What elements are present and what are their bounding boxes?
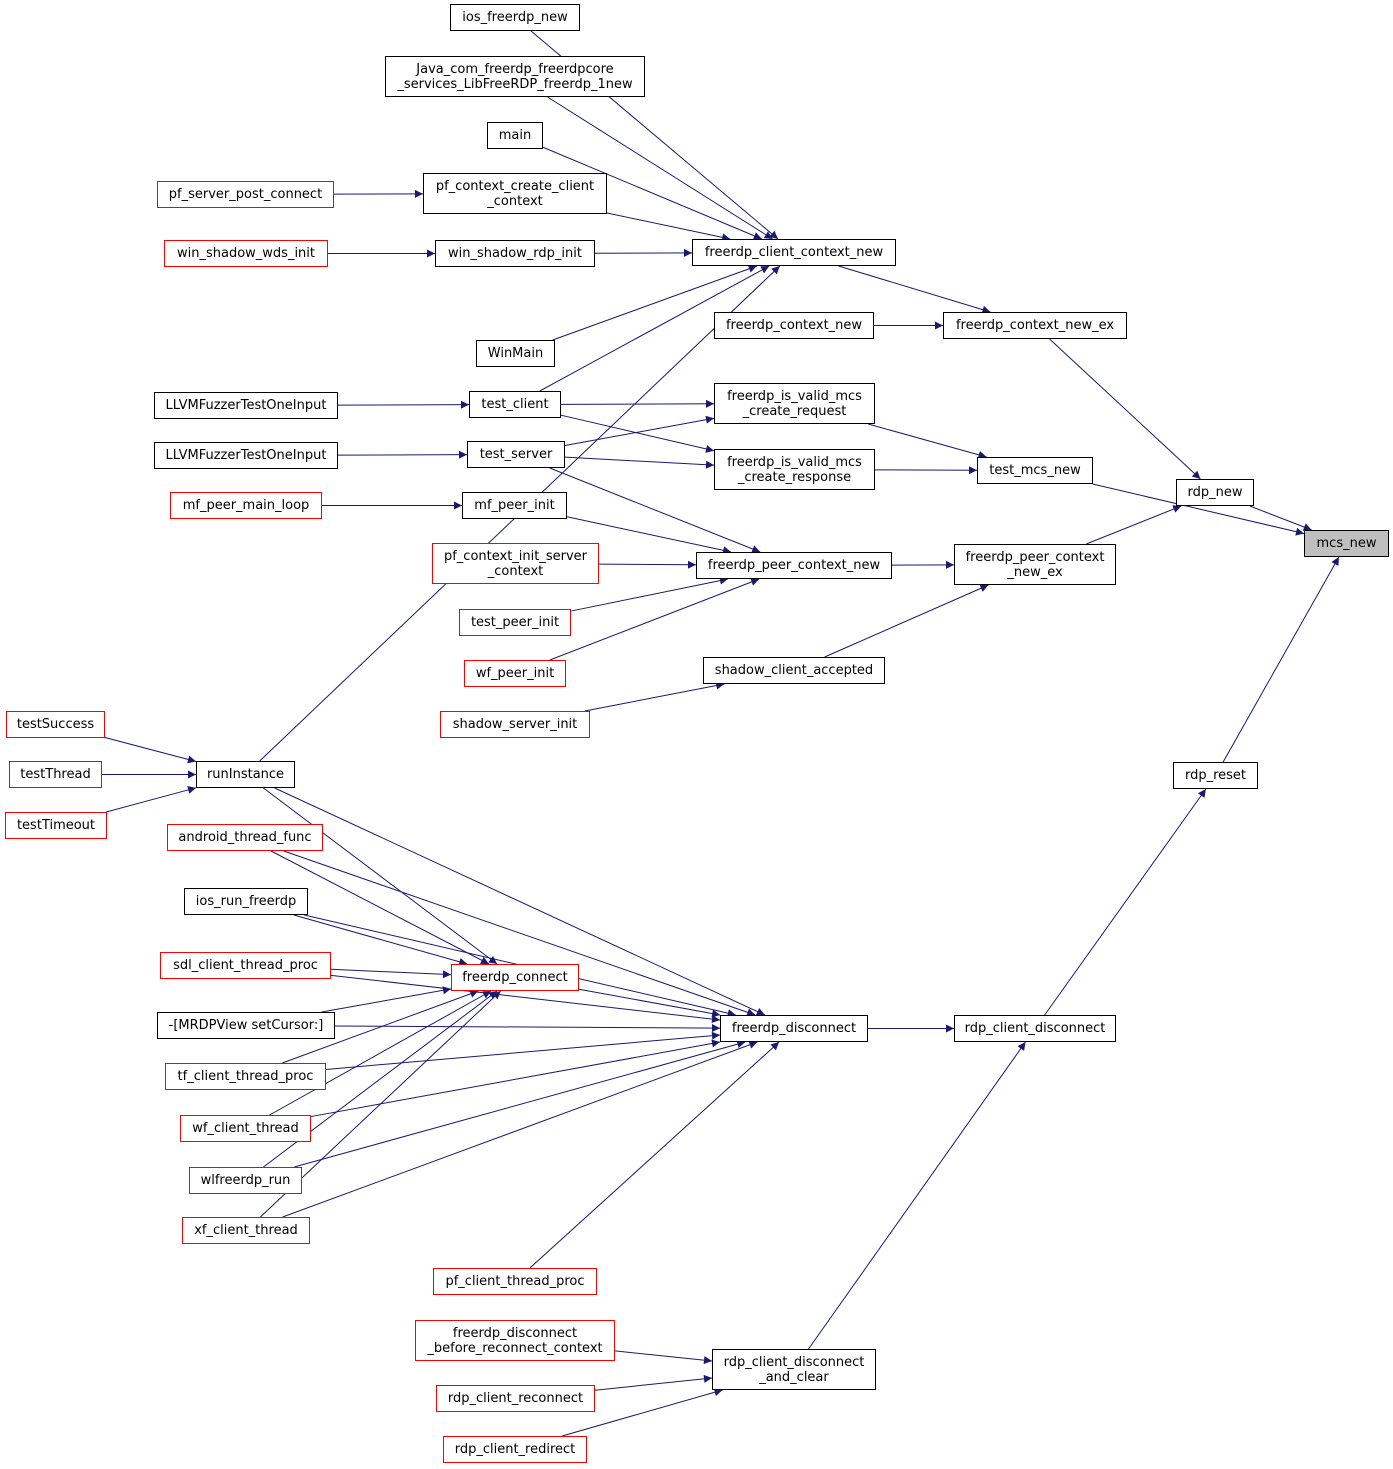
- edge-wlfreerdp-run-to-freerdp-disconnect: [294, 1040, 746, 1168]
- edge-freerdp-is-valid-mcs-create-request-to-test-mcs-new: [867, 423, 987, 459]
- node-java-freerdp-new[interactable]: Java_com_freerdp_freerdpcore _services_L…: [385, 56, 645, 97]
- edge-pf-client-thread-proc-to-freerdp-disconnect: [529, 1041, 780, 1269]
- edge-wf-client-thread-to-freerdp-disconnect: [310, 1039, 721, 1118]
- edge-test-client-to-freerdp-is-valid-mcs-create-request: [560, 399, 715, 408]
- node-freerdp-is-valid-mcs-create-response[interactable]: freerdp_is_valid_mcs _create_response: [714, 449, 875, 490]
- node-testSuccess[interactable]: testSuccess: [6, 711, 105, 738]
- node-test-mcs-new[interactable]: test_mcs_new: [977, 457, 1093, 484]
- edge-xf-client-thread-to-freerdp-disconnect: [282, 1041, 758, 1218]
- edge-freerdp-context-new-ex-to-rdp-new: [1049, 338, 1201, 480]
- node-freerdp-disconnect-before-reconnect-context[interactable]: freerdp_disconnect _before_reconnect_con…: [415, 1320, 615, 1361]
- edge-test-server-to-freerdp-is-valid-mcs-create-response: [564, 456, 715, 469]
- node-rdp-new[interactable]: rdp_new: [1176, 479, 1254, 506]
- node-freerdp-client-context-new[interactable]: freerdp_client_context_new: [692, 239, 896, 266]
- node-mf-peer-main-loop[interactable]: mf_peer_main_loop: [170, 492, 322, 519]
- node-llvm-fuzzer-2[interactable]: LLVMFuzzerTestOneInput: [154, 442, 338, 469]
- edge-mrdpview-setcursor-to-freerdp-connect: [321, 986, 452, 1013]
- node-test-server[interactable]: test_server: [467, 441, 565, 468]
- node-main[interactable]: main: [487, 122, 543, 149]
- edge-tf-client-thread-proc-to-freerdp-connect: [282, 990, 479, 1064]
- node-android-thread-func[interactable]: android_thread_func: [167, 824, 323, 851]
- node-rdp-client-disconnect-and-clear[interactable]: rdp_client_disconnect _and_clear: [712, 1349, 876, 1390]
- node-freerdp-is-valid-mcs-create-request[interactable]: freerdp_is_valid_mcs _create_request: [714, 383, 875, 424]
- edge-rdp-client-redirect-to-rdp-client-disconnect-and-clear: [561, 1388, 723, 1437]
- node-shadow-server-init[interactable]: shadow_server_init: [440, 711, 590, 738]
- edge-java-freerdp-new-to-freerdp-client-context-new: [547, 96, 773, 240]
- node-rdp-client-disconnect[interactable]: rdp_client_disconnect: [954, 1015, 1116, 1042]
- node-pf-context-init-server-context[interactable]: pf_context_init_server _context: [432, 543, 599, 584]
- node-test-client[interactable]: test_client: [469, 391, 561, 418]
- edge-shadow-client-accepted-to-freerdp-peer-context-new-ex: [824, 584, 989, 658]
- edge-freerdp-peer-context-new-ex-to-rdp-new: [1086, 505, 1182, 545]
- node-test-peer-init[interactable]: test_peer_init: [459, 609, 571, 636]
- node-pf-context-create-client-context[interactable]: pf_context_create_client _context: [423, 173, 607, 214]
- edge-test-server-to-freerdp-is-valid-mcs-create-request: [564, 415, 715, 447]
- node-mcs-new: mcs_new: [1304, 530, 1389, 557]
- node-WinMain[interactable]: WinMain: [476, 340, 555, 367]
- node-freerdp-peer-context-new-ex[interactable]: freerdp_peer_context _new_ex: [954, 544, 1116, 585]
- node-shadow-client-accepted[interactable]: shadow_client_accepted: [703, 657, 885, 684]
- node-sdl-client-thread-proc[interactable]: sdl_client_thread_proc: [160, 952, 331, 979]
- node-freerdp-peer-context-new[interactable]: freerdp_peer_context_new: [696, 552, 892, 579]
- node-freerdp-connect[interactable]: freerdp_connect: [451, 964, 579, 991]
- edge-testSuccess-to-runInstance: [104, 737, 197, 764]
- edge-WinMain-to-freerdp-client-context-new: [552, 264, 757, 341]
- edge-android-thread-func-to-freerdp-connect: [270, 850, 490, 965]
- node-ios-freerdp-new[interactable]: ios_freerdp_new: [450, 4, 580, 31]
- node-pf-client-thread-proc[interactable]: pf_client_thread_proc: [433, 1268, 597, 1295]
- edge-mf-peer-init-to-freerdp-peer-context-new: [566, 516, 732, 555]
- edge-main-to-freerdp-client-context-new: [542, 146, 763, 240]
- edge-runInstance-to-freerdp-disconnect: [274, 787, 766, 1016]
- edge-freerdp-connect-to-freerdp-disconnect: [578, 988, 721, 1018]
- edge-pf-context-init-server-context-to-freerdp-peer-context-new: [598, 560, 697, 569]
- node-win-shadow-rdp-init[interactable]: win_shadow_rdp_init: [435, 240, 595, 267]
- edge-mrdpview-setcursor-to-freerdp-disconnect: [334, 1024, 721, 1033]
- edge-freerdp-client-context-new-to-freerdp-context-new-ex: [838, 265, 991, 314]
- edge-testTimeout-to-runInstance: [106, 786, 197, 813]
- node-freerdp-disconnect[interactable]: freerdp_disconnect: [720, 1015, 868, 1042]
- edge-ios-run-freerdp-to-freerdp-connect: [293, 914, 468, 966]
- node-llvm-fuzzer-1[interactable]: LLVMFuzzerTestOneInput: [154, 392, 338, 419]
- edge-pf-context-create-client-context-to-freerdp-client-context-new: [606, 212, 731, 242]
- node-testTimeout[interactable]: testTimeout: [5, 812, 107, 839]
- node-freerdp-context-new-ex[interactable]: freerdp_context_new_ex: [943, 312, 1127, 339]
- node-wlfreerdp-run[interactable]: wlfreerdp_run: [189, 1167, 302, 1194]
- edge-rdp-client-reconnect-to-rdp-client-disconnect-and-clear: [594, 1374, 713, 1391]
- edge-test-server-to-freerdp-peer-context-new: [549, 467, 761, 553]
- edge-test-client-to-freerdp-is-valid-mcs-create-response: [560, 414, 715, 453]
- node-mrdpview-setcursor[interactable]: -[MRDPView setCursor:]: [157, 1012, 335, 1039]
- node-wf-client-thread[interactable]: wf_client_thread: [180, 1115, 311, 1142]
- node-win-shadow-wds-init[interactable]: win_shadow_wds_init: [164, 240, 328, 267]
- edge-sdl-client-thread-proc-to-freerdp-disconnect: [330, 974, 721, 1024]
- edge-rdp-client-disconnect-and-clear-to-rdp-client-disconnect: [808, 1041, 1026, 1350]
- edge-shadow-server-init-to-shadow-client-accepted: [584, 681, 725, 712]
- node-testThread[interactable]: testThread: [9, 761, 102, 788]
- edge-test-client-to-freerdp-client-context-new: [539, 265, 770, 392]
- node-wf-peer-init[interactable]: wf_peer_init: [464, 660, 566, 687]
- node-rdp-client-redirect[interactable]: rdp_client_redirect: [443, 1436, 587, 1463]
- node-tf-client-thread-proc[interactable]: tf_client_thread_proc: [165, 1063, 326, 1090]
- node-ios-run-freerdp[interactable]: ios_run_freerdp: [184, 888, 308, 915]
- edge-tf-client-thread-proc-to-freerdp-disconnect: [325, 1031, 721, 1070]
- edge-wf-client-thread-to-freerdp-connect: [269, 990, 492, 1116]
- edge-wf-peer-init-to-freerdp-peer-context-new: [549, 578, 760, 661]
- edge-runInstance-to-freerdp-connect: [263, 787, 498, 965]
- edge-test-peer-init-to-freerdp-peer-context-new: [570, 576, 729, 612]
- node-rdp-client-reconnect[interactable]: rdp_client_reconnect: [436, 1385, 595, 1412]
- edge-test-mcs-new-to-mcs-new: [1092, 483, 1305, 536]
- node-runInstance[interactable]: runInstance: [196, 761, 295, 788]
- edge-freerdp-disconnect-before-reconnect-context-to-rdp-client-disconnect-and-clear: [614, 1350, 713, 1365]
- node-mf-peer-init[interactable]: mf_peer_init: [462, 492, 567, 519]
- node-rdp-reset[interactable]: rdp_reset: [1173, 762, 1258, 789]
- node-pf-server-post-connect[interactable]: pf_server_post_connect: [157, 181, 334, 208]
- node-xf-client-thread[interactable]: xf_client_thread: [182, 1217, 310, 1244]
- edge-rdp-new-to-mcs-new: [1249, 505, 1312, 531]
- edge-rdp-client-disconnect-to-rdp-reset: [1044, 788, 1207, 1016]
- node-freerdp-context-new[interactable]: freerdp_context_new: [714, 312, 874, 339]
- edge-android-thread-func-to-freerdp-disconnect: [283, 850, 756, 1017]
- edge-rdp-reset-to-mcs-new: [1222, 556, 1340, 763]
- edge-sdl-client-thread-proc-to-freerdp-connect: [330, 968, 452, 979]
